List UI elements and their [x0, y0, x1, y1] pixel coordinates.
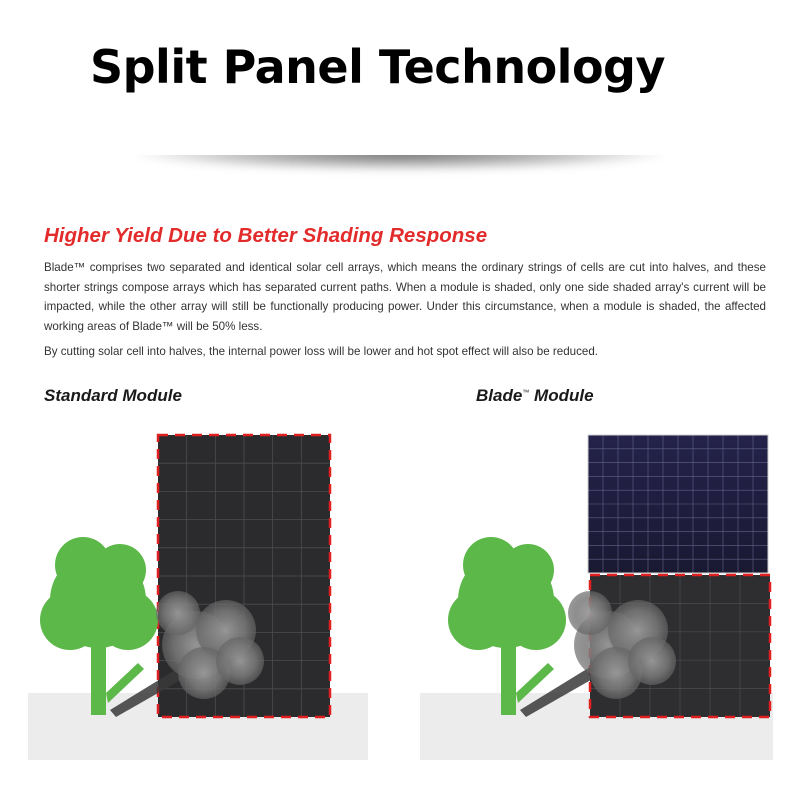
tree-shade-right: [520, 591, 676, 717]
description-paragraph-secondary: By cutting solar cell into halves, the i…: [44, 345, 599, 358]
shading-illustration: [28, 433, 773, 760]
section-title: Higher Yield Due to Better Shading Respo…: [44, 224, 488, 247]
tree-shade-left: [110, 591, 264, 717]
page-title: Split Panel Technology: [90, 40, 665, 94]
blade-module-label: Blade™ Module: [476, 386, 594, 405]
blade-module-top-array: [587, 434, 769, 574]
tree-right: [448, 537, 566, 715]
standard-module-label: Standard Module: [44, 386, 182, 405]
tree-left: [40, 537, 158, 715]
description-paragraph: Blade™ comprises two separated and ident…: [44, 261, 766, 333]
